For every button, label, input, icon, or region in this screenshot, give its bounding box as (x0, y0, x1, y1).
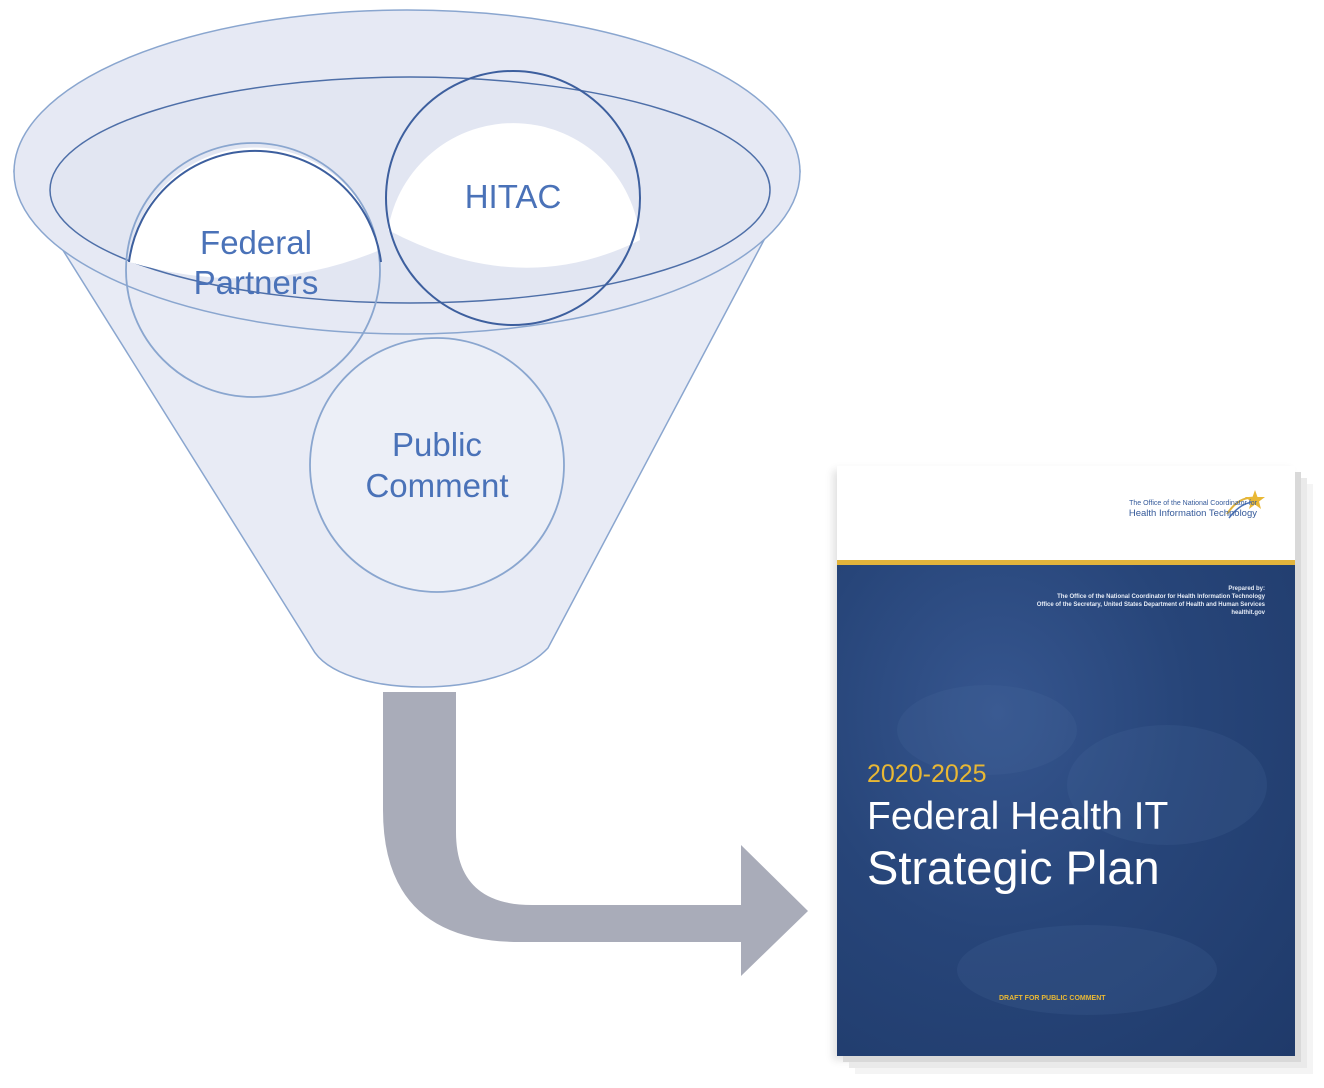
hitac-label: HITAC (465, 178, 562, 215)
prepared-by-label: Prepared by: (1228, 586, 1265, 592)
cover-gold-divider (837, 560, 1295, 565)
strategic-plan-cover: The Office of the National Coordinator f… (837, 466, 1295, 1056)
org-name-line1: The Office of the National Coordinator f… (1129, 500, 1257, 507)
prepared-by-block: Prepared by: The Office of the National … (1037, 585, 1265, 617)
cover-title-line1: Federal Health IT (867, 795, 1169, 838)
circle-hitac: HITAC (385, 70, 641, 326)
public-comment-label-line1: Public (392, 426, 482, 463)
federal-partners-label-line2: Partners (194, 264, 319, 301)
cover-photo-texture (897, 685, 1077, 775)
hitac-white-cap (388, 123, 640, 268)
prepared-by-line3: healthit.gov (1231, 610, 1265, 616)
federal-partners-label-line1: Federal (200, 224, 312, 261)
org-name: The Office of the National Coordinator f… (1129, 500, 1257, 519)
org-name-line2: Health Information Technology (1128, 508, 1257, 519)
arrow-shape (383, 692, 808, 976)
cover-photo-texture (1067, 725, 1267, 845)
onc-star-logo-icon (1226, 490, 1265, 519)
cover-header: The Office of the National Coordinator f… (837, 466, 1295, 560)
cover-years: 2020-2025 (867, 760, 987, 788)
prepared-by-line1: The Office of the National Coordinator f… (1057, 594, 1265, 600)
federal-partners-white-cap (129, 147, 380, 279)
cover-body: Prepared by: The Office of the National … (837, 565, 1295, 1056)
draft-notice: DRAFT FOR PUBLIC COMMENT (999, 995, 1106, 1002)
public-comment-label-line2: Comment (365, 467, 508, 504)
cover-title-line2: Strategic Plan (867, 841, 1160, 894)
circle-public-comment: Public Comment (309, 337, 565, 593)
cover-photo-texture (957, 925, 1217, 1015)
circle-federal-partners: Federal Partners (125, 142, 382, 398)
prepared-by-line2: Office of the Secretary, United States D… (1036, 602, 1265, 608)
